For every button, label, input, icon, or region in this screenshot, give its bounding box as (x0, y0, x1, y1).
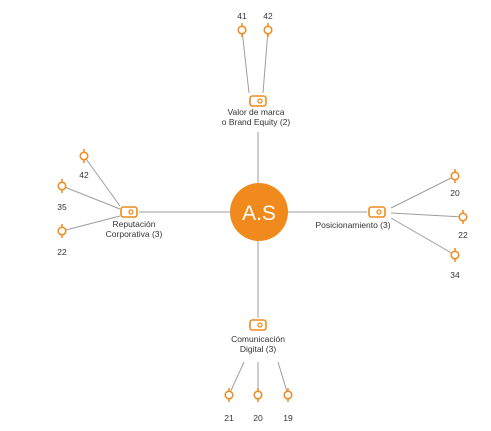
branch-label: Valor de marca (227, 107, 284, 117)
pin-icon (450, 248, 460, 262)
leaf-label: 20 (253, 413, 263, 423)
leaf-label: 22 (458, 230, 468, 240)
leaf-label: 42 (263, 11, 273, 21)
leaf-connector (61, 215, 121, 232)
pin-icon (57, 224, 67, 238)
leaf-label: 35 (57, 202, 67, 212)
pin-icon (458, 210, 468, 224)
leaf-label: 34 (450, 270, 460, 280)
branch-label: Digital (3) (240, 344, 277, 354)
center-label: A.S (242, 202, 276, 225)
leaf-label: 22 (57, 247, 67, 257)
tag-icon (368, 206, 386, 218)
branch-label: Comunicación (231, 334, 285, 344)
branch-label: Corporativa (3) (106, 229, 163, 239)
leaf-label: 19 (283, 413, 293, 423)
branch-label: Reputación (112, 219, 155, 229)
leaf-label: 41 (237, 11, 247, 21)
pin-icon (79, 149, 89, 163)
leaf-connector (83, 155, 121, 207)
pin-icon (237, 23, 247, 37)
pin-icon (450, 169, 460, 183)
pin-icon (253, 388, 263, 402)
pin-icon (263, 23, 273, 37)
branch-label: Posicionamiento (3) (315, 220, 390, 230)
leaf-connector (390, 175, 456, 209)
tag-icon (249, 95, 267, 107)
center-node[interactable]: A.S (230, 183, 288, 241)
leaf-connector (277, 361, 289, 396)
leaf-connector (390, 217, 456, 256)
leaf-connector (61, 185, 121, 210)
pin-icon (224, 388, 234, 402)
tag-icon (120, 206, 138, 218)
center-circle (230, 183, 288, 241)
leaf-label: 21 (224, 413, 234, 423)
leaf-connector (241, 29, 250, 94)
leaf-connector (228, 361, 245, 396)
leaf-connector (390, 212, 464, 218)
leaf-connector (262, 29, 269, 94)
pin-icon (57, 179, 67, 193)
leaf-label: 20 (450, 188, 460, 198)
tag-icon (249, 319, 267, 331)
branch-label: o Brand Equity (2) (222, 117, 291, 127)
pin-icon (283, 388, 293, 402)
leaf-label: 42 (79, 170, 89, 180)
